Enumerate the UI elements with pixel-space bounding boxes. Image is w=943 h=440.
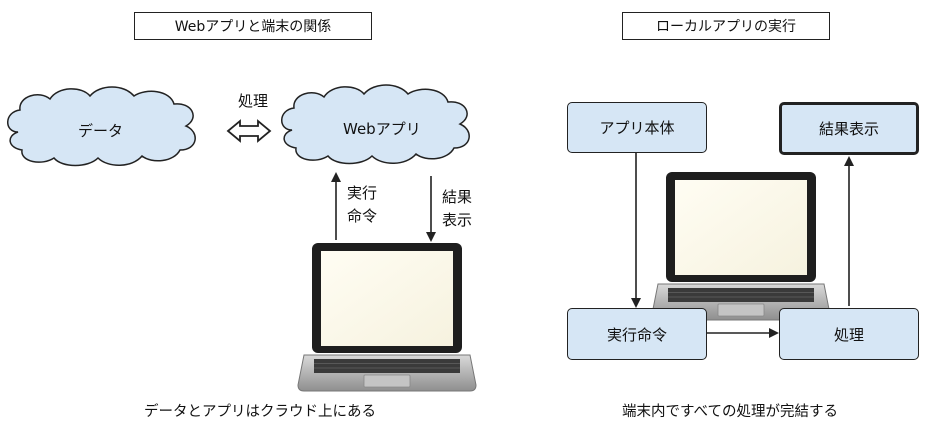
right-caption: 端末内ですべての処理が完結する: [622, 404, 838, 420]
result-display-box: 結果表示: [779, 102, 919, 155]
process-box: 処理: [779, 308, 919, 360]
exec-command-label: 実行 命令: [347, 182, 377, 228]
exec-label-line2: 命令: [347, 207, 378, 225]
left-panel-title: Webアプリと端末の関係: [134, 12, 372, 40]
app-body-box: アプリ本体: [567, 102, 707, 153]
laptop-icon: [651, 171, 831, 321]
cloud-webapp-label: Webアプリ: [343, 120, 421, 138]
result-label-line2: 表示: [442, 211, 473, 229]
exec-command-box: 実行命令: [567, 308, 707, 360]
right-panel-title: ローカルアプリの実行: [622, 12, 830, 40]
left-caption: データとアプリはクラウド上にある: [144, 404, 376, 420]
double-arrow-icon: [226, 119, 272, 143]
laptop-icon: [297, 242, 477, 392]
cloud-data-label: データ: [78, 122, 124, 140]
result-label-line1: 結果: [442, 188, 473, 206]
result-display-label: 結果 表示: [442, 186, 472, 232]
cloud-icon: [7, 86, 196, 167]
cloud-icon: [281, 84, 470, 165]
process-label: 処理: [238, 92, 269, 110]
exec-label-line1: 実行: [347, 184, 378, 202]
